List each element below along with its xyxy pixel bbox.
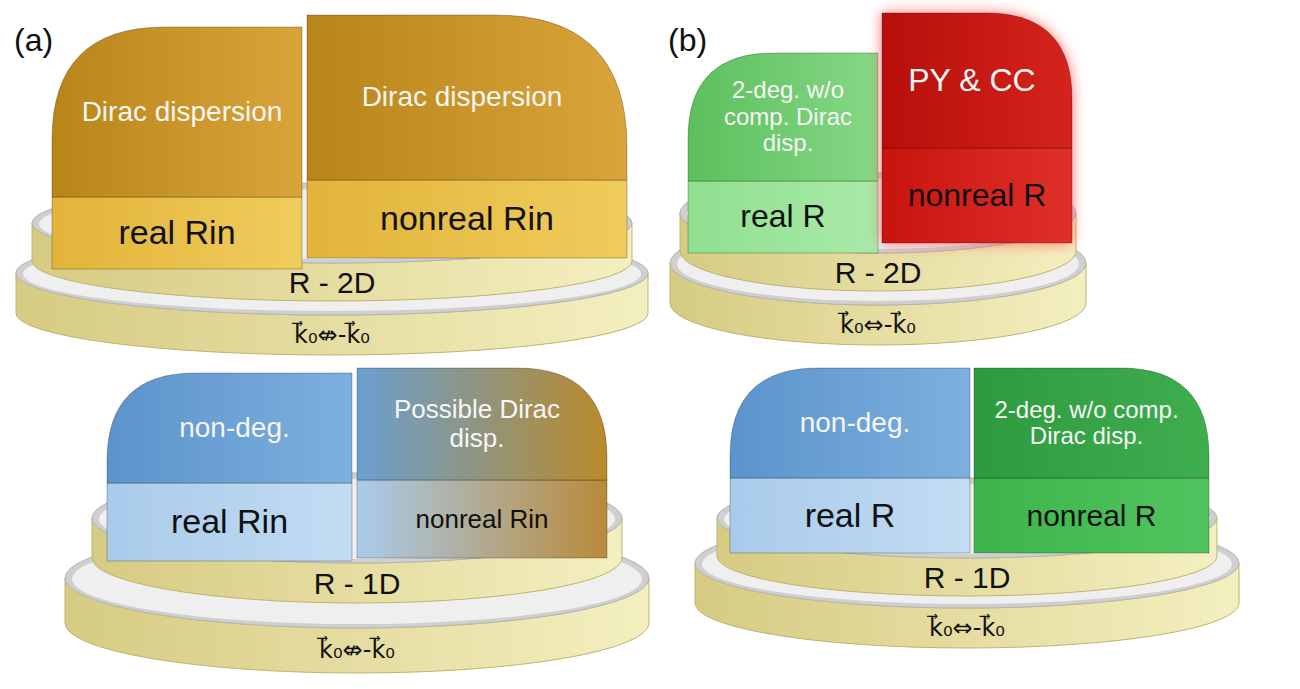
wedge-block: 2-deg. w/o comp. Dirac disp.nonreal R <box>974 368 1209 553</box>
wave-vector-label: k⃗₀⇔-k⃗₀ <box>797 608 1137 648</box>
wedge-top-label: non-deg. <box>730 368 970 478</box>
wedge-front-label: nonreal R <box>974 478 1209 553</box>
wedge-block: non-deg.real Rin <box>107 373 352 561</box>
wedge-front-label: real Rin <box>52 197 302 269</box>
disc-stack: R - 1D k⃗₀⇎-k⃗₀ non-deg.real RinPossible D… <box>62 368 652 686</box>
wedge-block: Possible Dirac disp.nonreal Rin <box>357 368 607 558</box>
wedge-block: Dirac dispersionreal Rin <box>52 27 302 269</box>
wedge-front-label: real R <box>730 478 970 553</box>
disc-label: R - 1D <box>187 563 527 603</box>
wedge-top-label: 2-deg. w/o comp. Dirac disp. <box>974 368 1209 478</box>
panel-label: (b) <box>668 22 707 59</box>
panel-label: (a) <box>14 22 53 59</box>
wedge-top-label: PY & CC <box>882 13 1072 148</box>
wedge-top-label: Dirac dispersion <box>307 15 627 180</box>
wedge-block: Dirac dispersionnonreal Rin <box>307 15 627 258</box>
wedge-top-label: 2-deg. w/o comp. Dirac disp. <box>688 53 878 181</box>
disc-label: R - 2D <box>708 253 1048 291</box>
wave-vector-label: k⃗₀⇔-k⃗₀ <box>708 305 1048 345</box>
wedge-front-label: nonreal Rin <box>357 480 607 558</box>
wedge-front-label: real Rin <box>107 483 352 561</box>
wedge-front-label: real R <box>688 181 878 253</box>
disc-stack: R - 2D k⃗₀⇔-k⃗₀ 2-deg. w/o comp. Dirac dis… <box>668 8 1088 348</box>
disc-stack: R - 2Dk⃗₀⇎-k⃗₀Dirac dispersionreal RinDi… <box>12 15 652 360</box>
wedge-top-label: Dirac dispersion <box>52 27 302 197</box>
wedge-front-label: nonreal R <box>882 148 1072 243</box>
wedge-front-label: nonreal Rin <box>307 180 627 258</box>
wedge-top-label: non-deg. <box>107 373 352 483</box>
wedge-block: PY & CCnonreal R <box>882 13 1072 243</box>
disc-label: R - 1D <box>797 558 1137 596</box>
disc-stack: R - 1D k⃗₀⇔-k⃗₀ non-deg.real R2-deg. w/o c… <box>692 368 1242 653</box>
wave-vector-label: k⃗₀⇎-k⃗₀ <box>162 315 502 355</box>
wedge-block: 2-deg. w/o comp. Dirac disp.real R <box>688 53 878 253</box>
wave-vector-label: k⃗₀⇎-k⃗₀ <box>187 628 527 673</box>
wedge-top-label: Possible Dirac disp. <box>357 368 607 480</box>
wedge-block: non-deg.real R <box>730 368 970 553</box>
